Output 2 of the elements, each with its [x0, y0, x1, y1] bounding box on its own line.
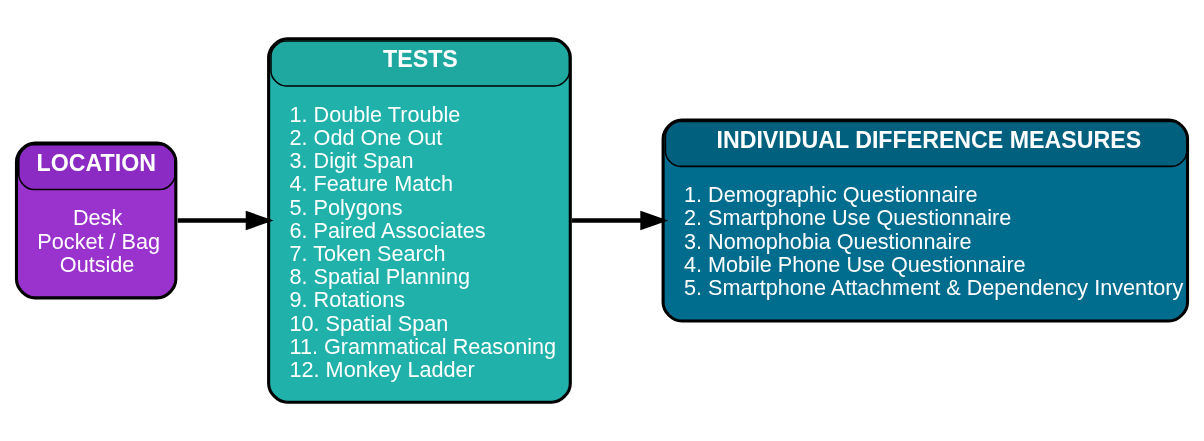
arrow [177, 210, 274, 231]
arrow [571, 210, 669, 231]
